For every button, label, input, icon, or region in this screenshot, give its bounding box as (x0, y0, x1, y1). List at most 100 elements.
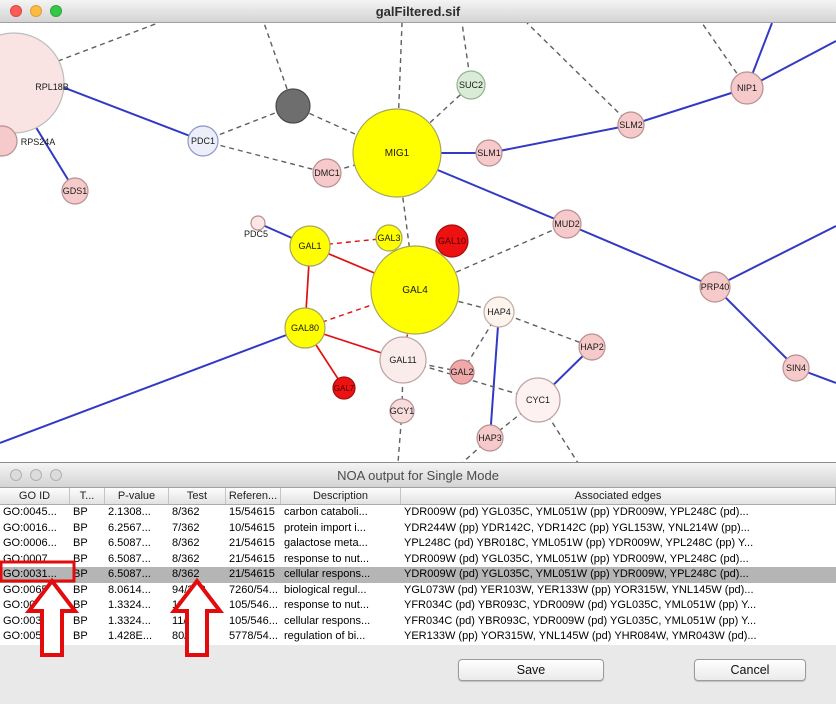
node-label-HAP3: HAP3 (478, 433, 502, 443)
close-button[interactable] (10, 5, 22, 17)
cell-edges: YFR034C (pd) YBR093C, YDR009W (pd) YGL03… (404, 599, 757, 611)
cell-go_id: GO:0007... (3, 552, 57, 565)
node-label-GDS1: GDS1 (63, 186, 88, 196)
cell-test: 8/362 (172, 506, 200, 518)
zoom-button[interactable] (50, 5, 62, 17)
cell-description: response to nut... (284, 599, 369, 611)
node-HAP3[interactable] (476, 424, 504, 452)
cell-p_value: 6.5087... (108, 537, 151, 549)
cell-description: protein import i... (284, 521, 366, 534)
node-label-CYC1: CYC1 (526, 395, 550, 405)
node-MIG1[interactable] (352, 108, 442, 198)
node-PDC1[interactable] (187, 125, 219, 157)
cell-type: BP (73, 583, 88, 596)
cell-description: carbon cataboli... (284, 506, 368, 518)
graph-edge (292, 105, 398, 154)
cell-go_id: GO:0006... (3, 537, 57, 549)
cell-p_value: 8.0614... (108, 583, 151, 596)
zoom-button-inactive[interactable] (50, 469, 62, 481)
cell-reference: 21/54615 (229, 537, 275, 549)
cell-type: BP (73, 552, 88, 565)
node-label-HAP4: HAP4 (487, 307, 511, 317)
graph-window-title: galFiltered.sif (375, 3, 461, 19)
cell-test: 11/362 (172, 614, 205, 627)
node-HAP4[interactable] (483, 296, 515, 328)
column-header-test[interactable]: Test (169, 488, 226, 504)
node-GCY1[interactable] (389, 398, 415, 424)
cell-test: 8/362 (172, 568, 200, 580)
node-label-GAL11: GAL11 (389, 355, 416, 365)
node-HAP2[interactable] (578, 333, 606, 361)
node-GAL3[interactable] (375, 224, 403, 252)
network-canvas[interactable]: RPL18BRPS24AGDS1PDC1MIG1SUC2SLM1SLM2NIP1… (0, 23, 836, 463)
minimize-button-inactive[interactable] (30, 469, 42, 481)
column-header-go_id[interactable]: GO ID (0, 488, 70, 504)
node-CYC1[interactable] (515, 377, 561, 423)
cell-edges: YGL073W (pd) YER103W, YER133W (pp) YOR31… (404, 583, 754, 596)
cell-p_value: 6.5087... (108, 568, 151, 580)
cell-p_value: 1.3324... (108, 614, 151, 627)
node-label-GCY1: GCY1 (390, 406, 415, 416)
cell-reference: 15/54615 (229, 506, 275, 518)
node-NIP1[interactable] (730, 71, 764, 105)
node-SUC2[interactable] (456, 70, 486, 100)
cell-go_id: GO:0031... (3, 568, 57, 580)
node-GAL10[interactable] (435, 224, 469, 258)
node-MUD2[interactable] (552, 209, 582, 239)
node-label-NIP1: NIP1 (737, 83, 757, 93)
minimize-button[interactable] (30, 5, 42, 17)
cell-reference: 21/54615 (229, 568, 275, 580)
graph-window-titlebar[interactable]: galFiltered.sif (0, 0, 836, 23)
node-label-SUC2: SUC2 (459, 80, 483, 90)
node-SLM1[interactable] (475, 139, 503, 167)
node-GAL11[interactable] (379, 336, 427, 384)
node-RPS24A[interactable] (0, 125, 18, 157)
column-header-description[interactable]: Description (281, 488, 401, 504)
node-GRAY[interactable] (275, 88, 311, 124)
graph-edge (461, 437, 491, 463)
cell-description: cellular respons... (284, 568, 371, 580)
node-GAL4[interactable] (370, 245, 460, 335)
node-GAL1[interactable] (289, 225, 331, 267)
node-label-SLM1: SLM1 (477, 148, 501, 158)
node-GAL80[interactable] (284, 307, 326, 349)
node-DMC1[interactable] (312, 158, 342, 188)
node-label-SIN4: SIN4 (786, 363, 806, 373)
graph-edge (263, 23, 294, 107)
close-button-inactive[interactable] (10, 469, 22, 481)
cell-edges: YER133W (pp) YOR315W, YNL145W (pd) YHR08… (404, 630, 757, 642)
cell-p_value: 2.1308... (108, 506, 151, 518)
cell-description: cellular respons... (284, 614, 371, 627)
node-GAL2[interactable] (449, 359, 475, 385)
window-controls-inactive (10, 463, 62, 487)
graph-edge (498, 311, 593, 348)
node-PDC5[interactable] (250, 215, 266, 231)
graph-edge (489, 311, 500, 439)
cell-edges: YDR009W (pd) YGL035C, YML051W (pp) YDR00… (404, 552, 749, 565)
column-header-reference[interactable]: Referen... (226, 488, 281, 504)
noa-window-titlebar[interactable]: NOA output for Single Mode (0, 463, 836, 488)
table-row[interactable]: GO:0031... BP 6.5087... 8/362 21/54615 cellul… (0, 567, 836, 583)
column-header-p_value[interactable]: P-value (105, 488, 169, 504)
node-SLM2[interactable] (617, 111, 645, 139)
cell-type: BP (73, 568, 88, 580)
node-PRP40[interactable] (699, 271, 731, 303)
save-button[interactable]: Save (458, 659, 604, 681)
cancel-button[interactable]: Cancel (694, 659, 806, 681)
node-GDS1[interactable] (61, 177, 89, 205)
node-SIN4[interactable] (782, 354, 810, 382)
column-header-edges[interactable]: Associated edges (401, 488, 836, 504)
node-GAL7[interactable] (332, 376, 356, 400)
column-header-type[interactable]: T... (70, 488, 105, 504)
cell-go_id: GO:0031... (3, 614, 57, 627)
